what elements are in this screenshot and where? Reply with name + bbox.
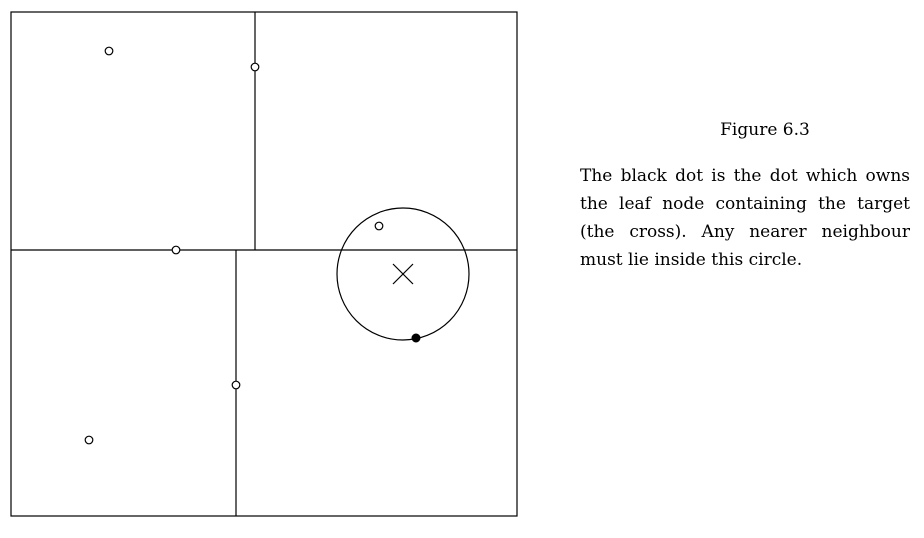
- data-point-on-split: [171, 245, 181, 255]
- search-circle: [336, 207, 470, 341]
- kd-tree-diagram: [10, 11, 518, 517]
- data-point-on-split: [250, 62, 260, 72]
- data-point-on-split: [231, 380, 241, 390]
- cross-icon: [392, 263, 414, 285]
- figure-title: Figure 6.3: [720, 120, 810, 140]
- data-point: [104, 46, 114, 56]
- data-point: [84, 435, 94, 445]
- root-cell-border: [10, 11, 518, 517]
- figure-caption-block: Figure 6.3 The black dot is the dot whic…: [580, 120, 910, 274]
- owner-point: [411, 333, 421, 343]
- figure-caption: The black dot is the dot which owns the …: [580, 166, 910, 270]
- data-point-in-circle: [374, 221, 384, 231]
